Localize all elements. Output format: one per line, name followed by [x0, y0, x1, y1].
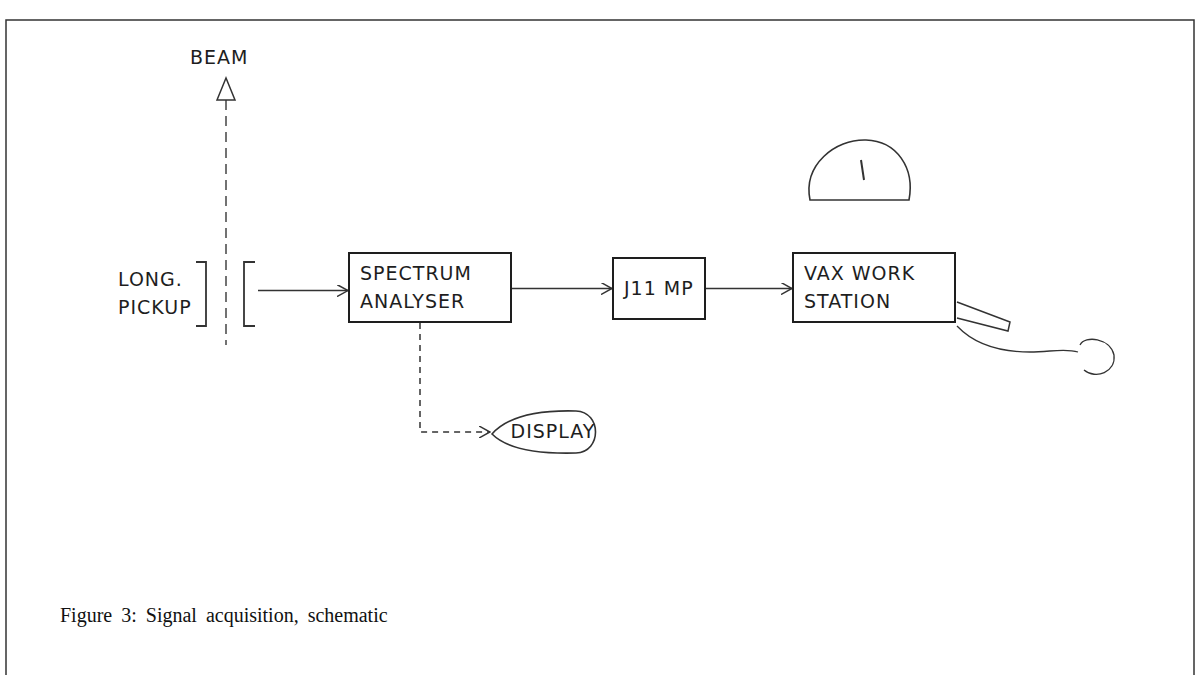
signal-connector — [420, 323, 490, 432]
display-node: DISPLAY — [490, 408, 602, 456]
figure-caption: Figure 3: Signal acquisition, schematic — [60, 604, 388, 627]
mouse-body — [1080, 339, 1114, 374]
beam-line — [225, 100, 227, 345]
signal-connector — [258, 290, 348, 292]
signal-connector — [512, 288, 612, 290]
node-text: J11 MP — [624, 275, 694, 303]
mouse-cable — [957, 326, 1078, 352]
beam-label: BEAM — [190, 46, 248, 68]
process-box: VAX WORK STATION — [792, 252, 956, 323]
node-text: SPECTRUM ANALYSER — [360, 260, 500, 315]
beam-arrow — [217, 78, 235, 100]
process-box: J11 MP — [612, 257, 706, 320]
signal-connector — [706, 288, 792, 290]
node-text: VAX WORK STATION — [804, 260, 944, 315]
display-shape — [492, 411, 596, 453]
node-text: LONG. PICKUP — [118, 266, 190, 321]
monitor-screen — [809, 140, 910, 200]
node-text: DISPLAY — [497, 418, 596, 446]
pickup-bracket — [196, 262, 206, 326]
process-box: SPECTRUM ANALYSER — [348, 252, 512, 323]
figure-frame — [6, 20, 1194, 675]
pickup-node: LONG. PICKUP — [118, 258, 258, 330]
screen-mark — [861, 160, 864, 180]
pickup-bracket — [244, 262, 255, 326]
keyboard-tab — [957, 302, 1010, 331]
